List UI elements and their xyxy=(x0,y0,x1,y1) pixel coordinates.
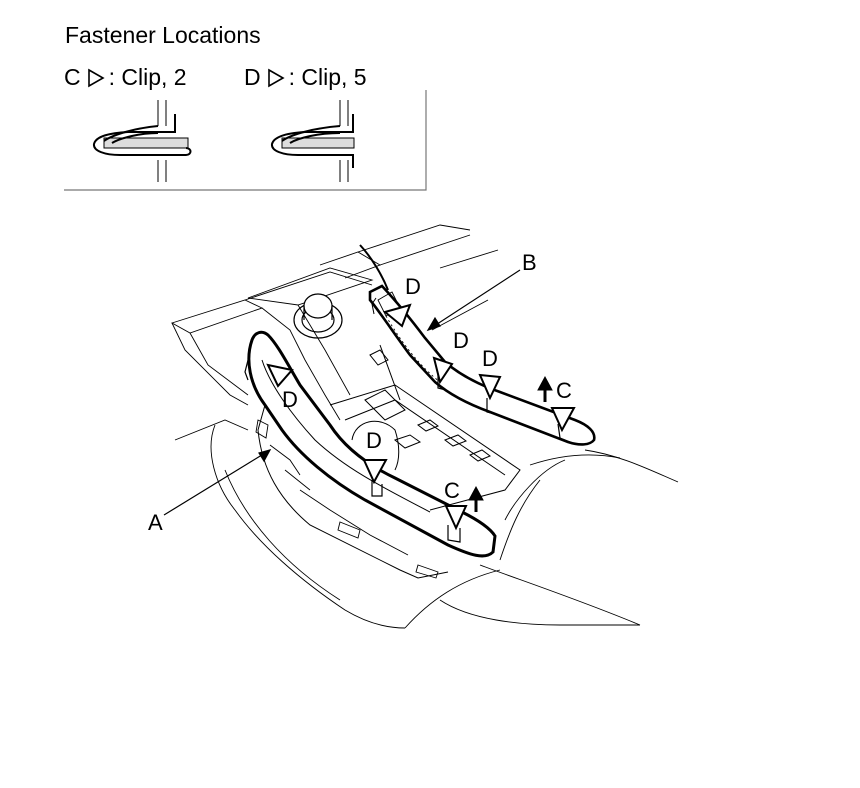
legend-clip-d: D : Clip, 5 xyxy=(244,64,367,91)
clip-d-label: D xyxy=(405,274,421,299)
legend-clip-d-letter: D xyxy=(244,64,261,90)
clip-c-section-icon xyxy=(93,100,192,182)
clip-markers xyxy=(266,303,576,531)
legend-clip-c: C : Clip, 2 xyxy=(64,64,187,91)
legend-title: Fastener Locations xyxy=(65,22,261,48)
clip-triangle-icon xyxy=(267,68,285,87)
legend-frame xyxy=(64,90,427,191)
part-b-trim-strip xyxy=(359,244,596,446)
clip-c-label: C xyxy=(444,478,460,503)
legend-clip-d-text: : Clip, 5 xyxy=(288,64,367,90)
clip-d-label: D xyxy=(282,387,298,412)
gear-shift-knob xyxy=(293,293,343,339)
leader-lines xyxy=(163,269,521,516)
vehicle-interior-outline xyxy=(170,224,679,629)
clip-d-marker xyxy=(478,373,502,401)
removal-arrow-icon xyxy=(468,375,553,512)
legend-clip-c-text: : Clip, 2 xyxy=(108,64,187,90)
clip-d-marker xyxy=(362,459,388,485)
clip-c-marker xyxy=(444,505,468,531)
clip-c-label: C xyxy=(556,378,572,403)
clip-triangle-icon xyxy=(87,68,105,87)
clip-d-label: D xyxy=(482,346,498,371)
clip-d-label: D xyxy=(453,328,469,353)
clip-d-marker xyxy=(432,356,454,385)
part-b-label: B xyxy=(522,250,537,275)
clip-d-marker xyxy=(382,303,412,328)
legend-clip-c-letter: C xyxy=(64,64,81,90)
clip-c-marker xyxy=(550,407,576,433)
part-a-trim-panel xyxy=(244,330,497,579)
part-a-label: A xyxy=(148,510,163,535)
clip-d-marker xyxy=(266,363,294,388)
clip-d-section-icon xyxy=(271,100,355,182)
clip-d-label: D xyxy=(366,428,382,453)
